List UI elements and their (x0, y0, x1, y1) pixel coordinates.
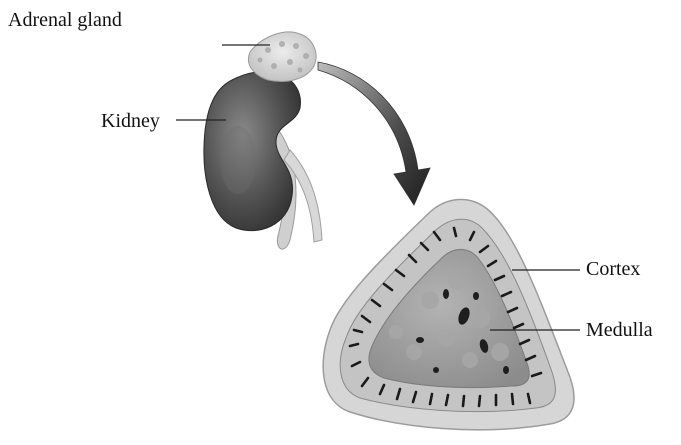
adrenal-gland-label: Adrenal gland (8, 10, 122, 30)
kidney-shading (220, 126, 256, 194)
zoom-arrow (318, 62, 430, 205)
medulla-label: Medulla (586, 320, 653, 340)
kidney-label: Kidney (101, 111, 160, 131)
cortex-label: Cortex (586, 259, 640, 279)
adrenal-cross-section (323, 199, 574, 429)
